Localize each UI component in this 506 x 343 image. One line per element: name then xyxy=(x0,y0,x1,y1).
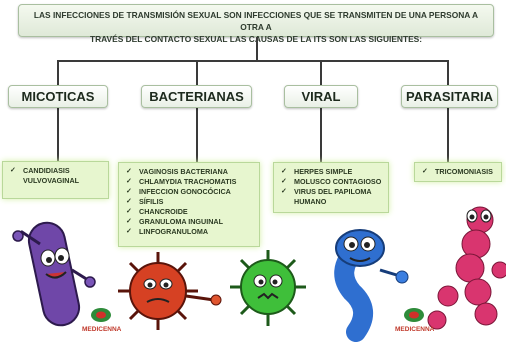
medicenna-logo-left: MEDICENNA xyxy=(82,308,122,333)
medicenna-logo-right: MEDICENNA xyxy=(395,308,435,333)
connector-bacterianas xyxy=(196,60,198,86)
list-item: GRANULOMA INGUINAL xyxy=(125,217,253,227)
list-item: CANDIDIASIS VULVOVAGINAL xyxy=(9,166,102,186)
list-item: VAGINOSIS BACTERIANA xyxy=(125,167,253,177)
list-item: LINFOGRANULOMA xyxy=(125,227,253,237)
connector-viral xyxy=(320,60,322,86)
connector-bacterianas-list xyxy=(196,107,198,162)
virus-illustration xyxy=(230,250,306,326)
connector-micoticas xyxy=(57,60,59,86)
logo-text-right: MEDICENNA xyxy=(395,326,435,333)
list-item: INFECCION GONOCÓCICA xyxy=(125,187,253,197)
parasite-illustration xyxy=(427,206,506,330)
list-micoticas: CANDIDIASIS VULVOVAGINAL xyxy=(2,161,109,199)
list-item: VIRUS DEL PAPILOMA HUMANO xyxy=(280,187,382,207)
fungus-illustration xyxy=(12,221,96,327)
connector-trunk xyxy=(256,37,258,61)
category-viral: VIRAL xyxy=(284,85,358,108)
connector-micoticas-list xyxy=(57,107,59,162)
worm-illustration xyxy=(334,229,409,342)
connector-parasitaria xyxy=(447,60,449,86)
logo-text-left: MEDICENNA xyxy=(82,326,122,333)
category-micoticas: MICOTICAS xyxy=(8,85,108,108)
list-bacterianas: VAGINOSIS BACTERIANA CHLAMYDIA TRACHOMAT… xyxy=(118,162,260,247)
title-line-1: LAS INFECCIONES DE TRANSMISIÓN SEXUAL SO… xyxy=(33,10,479,32)
category-parasitaria: PARASITARIA xyxy=(401,85,498,108)
category-bacterianas: BACTERIANAS xyxy=(141,85,252,108)
connector-horizontal xyxy=(57,60,448,62)
list-item: MOLUSCO CONTAGIOSO xyxy=(280,177,382,187)
bacteria-illustration xyxy=(118,252,222,330)
list-item: CHLAMYDIA TRACHOMATIS xyxy=(125,177,253,187)
list-item: SÍFILIS xyxy=(125,197,253,207)
list-item: HERPES SIMPLE xyxy=(280,167,382,177)
connector-parasitaria-list xyxy=(447,107,449,162)
list-parasitaria: TRICOMONIASIS xyxy=(414,162,502,182)
connector-viral-list xyxy=(320,107,322,162)
diagram-title: LAS INFECCIONES DE TRANSMISIÓN SEXUAL SO… xyxy=(18,4,494,44)
list-viral: HERPES SIMPLE MOLUSCO CONTAGIOSO VIRUS D… xyxy=(273,162,389,213)
list-item: TRICOMONIASIS xyxy=(421,167,495,177)
list-item: CHANCROIDE xyxy=(125,207,253,217)
